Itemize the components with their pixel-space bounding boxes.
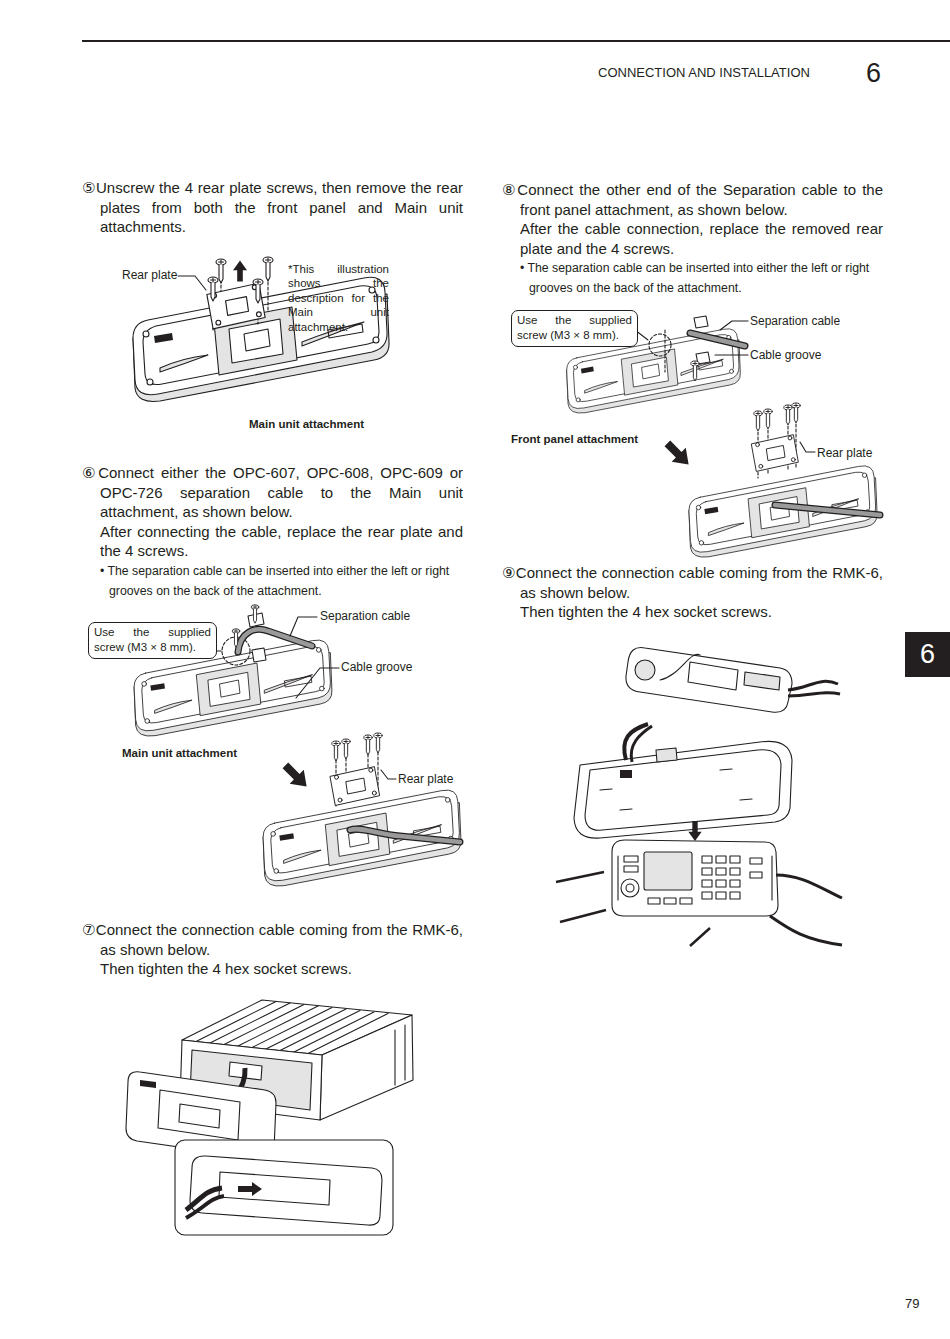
callout-text: Use the supplied screw (M3 × 8 mm).	[517, 313, 632, 343]
step-text: ⑥Connect either the OPC-607, OPC-608, OP…	[82, 463, 463, 522]
step-text: After connecting the cable, replace the …	[100, 522, 463, 561]
part-name: Cable groove	[750, 348, 821, 362]
step-text: Then tighten the 4 hex socket screws.	[520, 602, 883, 622]
chapter-tab: 6	[905, 632, 950, 677]
figure-caption: Main unit attachment	[122, 747, 237, 761]
note: *This illustration shows the description…	[288, 262, 389, 334]
step-text: ⑧Connect the other end of the Separation…	[502, 180, 883, 219]
page-number: 79	[905, 1296, 919, 1312]
part-name: Rear plate	[817, 446, 872, 460]
running-header: CONNECTION AND INSTALLATION	[598, 65, 810, 81]
step-text: After the cable connection, replace the …	[520, 219, 883, 258]
bullet-note: • The separation cable can be inserted i…	[520, 258, 883, 298]
figure-caption: Main unit attachment	[249, 418, 364, 432]
step-text: ⑨Connect the connection cable coming fro…	[502, 563, 883, 602]
part-name: Separation cable	[750, 314, 840, 328]
figure-caption: Front panel attachment	[511, 433, 638, 447]
tab-number: 6	[920, 639, 935, 670]
callout-box: Use the supplied screw (M3 × 8 mm).	[511, 310, 638, 347]
chapter-number: 6	[866, 57, 881, 89]
step-text: ⑤Unscrew the 4 rear plate screws, then r…	[82, 178, 463, 237]
callout-text: Use the supplied screw (M3 × 8 mm).	[94, 625, 211, 655]
bullet-note: • The separation cable can be inserted i…	[100, 561, 463, 601]
part-name: Separation cable	[320, 609, 410, 623]
part-name: Rear plate	[398, 772, 453, 786]
step-text: Then tighten the 4 hex socket screws.	[100, 959, 463, 979]
step-text: ⑦Connect the connection cable coming fro…	[82, 920, 463, 959]
part-name: Cable groove	[341, 660, 412, 674]
part-name: Rear plate	[122, 268, 177, 282]
callout-box: Use the supplied screw (M3 × 8 mm).	[88, 622, 217, 659]
